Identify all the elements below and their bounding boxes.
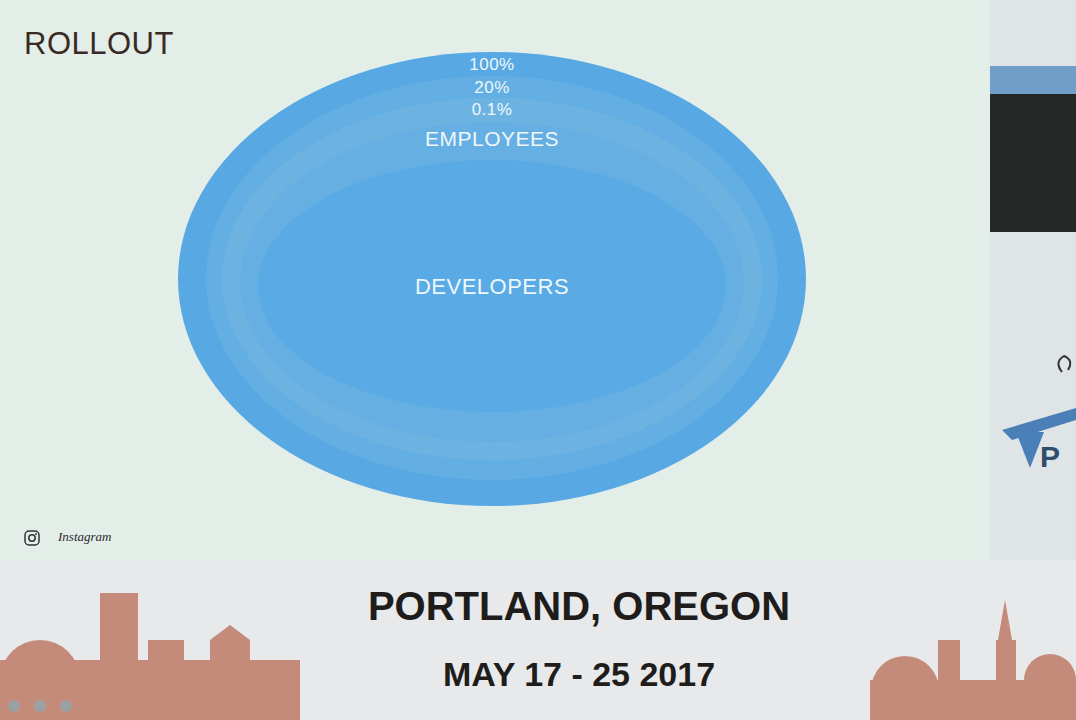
side-ground <box>990 0 1076 560</box>
skyline-left <box>0 593 300 720</box>
ring-label: 0.1% <box>222 101 762 119</box>
logo-letter: P <box>1040 440 1060 474</box>
ring-label: EMPLOYEES <box>240 128 744 150</box>
date-label: MAY 17 - 25 2017 <box>443 655 715 694</box>
ring-ellipse <box>240 122 744 442</box>
ring-ellipse <box>258 160 726 412</box>
rollout-ring: 100% 20% 0.1% EMPLOYEES DEVELOPERS <box>178 52 806 506</box>
slide-title: ROLLOUT <box>24 26 174 62</box>
conference-logo <box>1002 356 1076 468</box>
player-controls <box>8 700 72 712</box>
rollout-ring: 20% 0.1% EMPLOYEES DEVELOPERS <box>206 76 778 480</box>
ring-label: 20% <box>206 79 778 97</box>
banner-ground <box>0 560 1076 720</box>
video-panel <box>990 94 1076 232</box>
brand-label: Instagram <box>58 529 111 545</box>
rollout-ring: EMPLOYEES DEVELOPERS <box>240 122 744 442</box>
ring-label: 100% <box>178 56 806 74</box>
video-strip <box>990 66 1076 94</box>
rollout-ring: DEVELOPERS <box>258 160 726 412</box>
ring-label: DEVELOPERS <box>258 275 726 298</box>
ring-ellipse <box>222 98 762 460</box>
instagram-icon <box>25 531 39 545</box>
slide-ground <box>0 0 990 560</box>
city-label: PORTLAND, OREGON <box>368 584 790 629</box>
skyline-right <box>870 600 1076 720</box>
ring-ellipse <box>178 52 806 506</box>
rollout-ring: 0.1% EMPLOYEES DEVELOPERS <box>222 98 762 460</box>
ring-ellipse <box>206 76 778 480</box>
